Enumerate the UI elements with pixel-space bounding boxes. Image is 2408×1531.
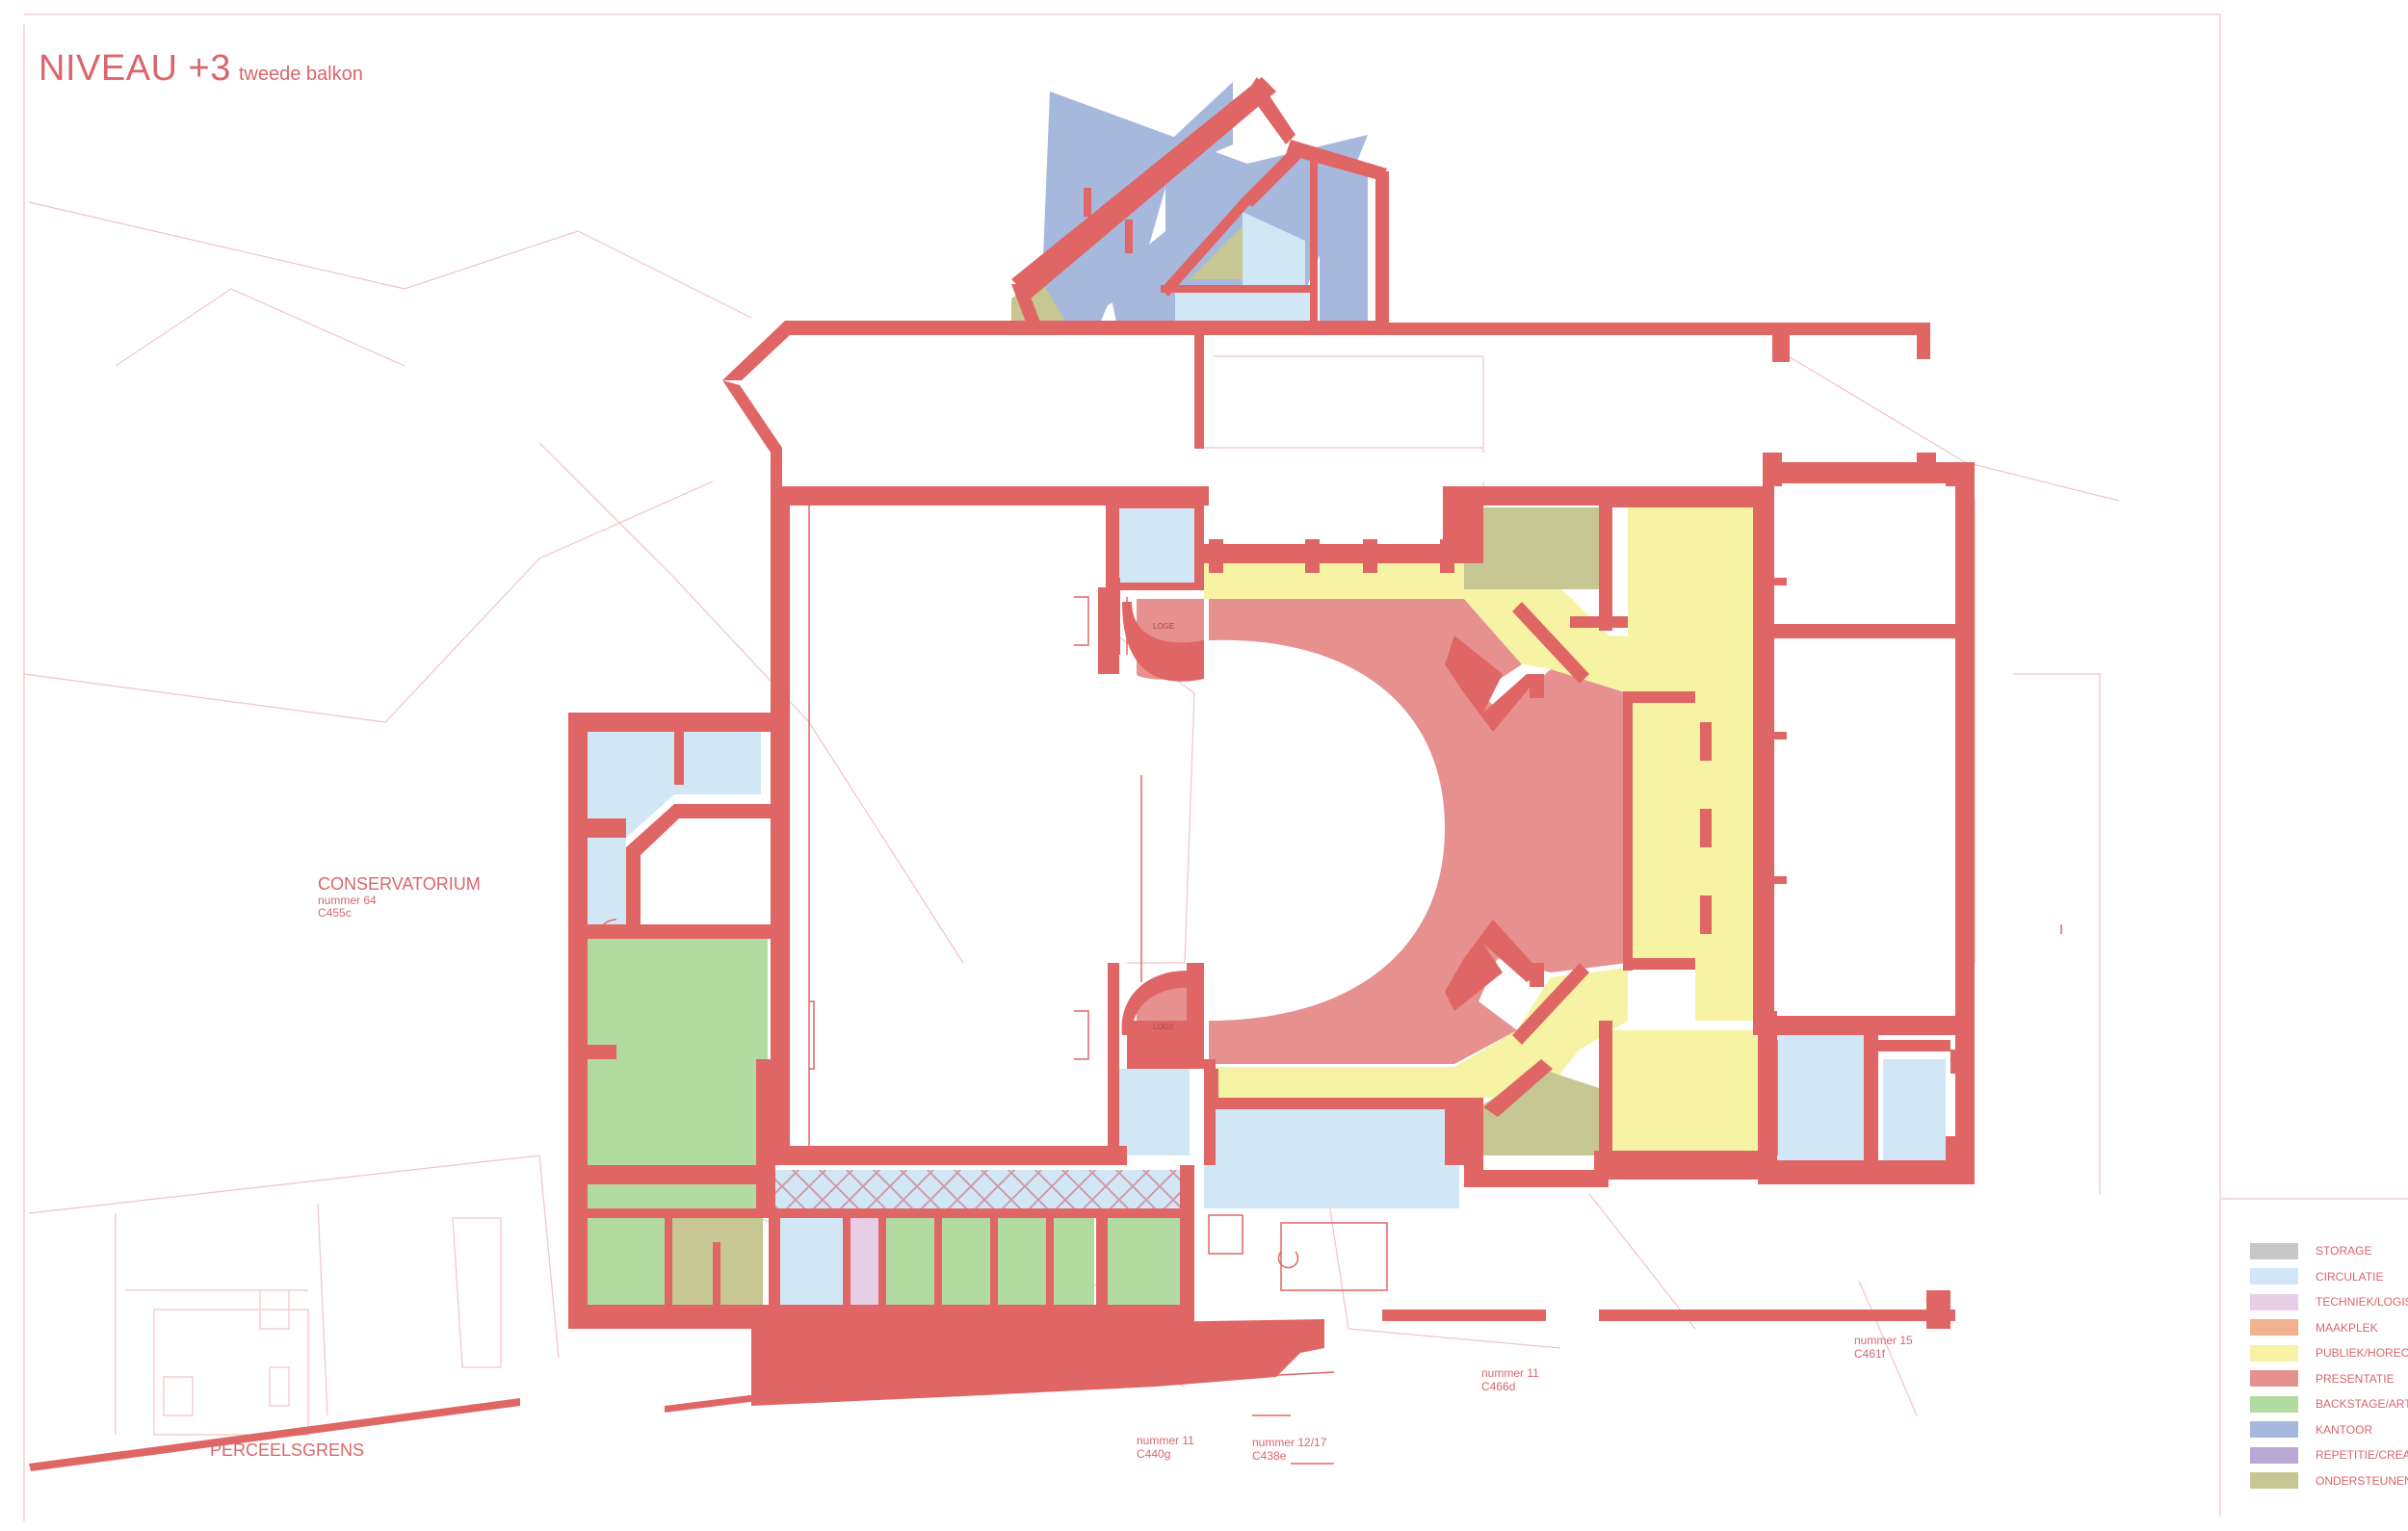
zone-circ-stair-sw: [1112, 1069, 1190, 1155]
zone-circ-se-2: [1883, 1059, 1946, 1170]
legend-swatch: [2250, 1472, 2298, 1490]
zone-publiek-ne: [1628, 506, 1763, 631]
zone-publiek-southfoyer: [1204, 968, 1628, 1107]
legend-swatch: [2250, 1370, 2298, 1388]
legend-item: REPETITIE/CREATIE: [2250, 1442, 2408, 1468]
zone-backstage-s-4: [1051, 1215, 1094, 1307]
legend-label: REPETITIE/CREATIE: [2316, 1448, 2408, 1463]
room-label-loge-north: LOGE: [1153, 622, 1175, 631]
legend-label: CIRCULATIE: [2316, 1269, 2384, 1284]
zone-backstage-sw-1: [585, 1215, 667, 1307]
zone-support-ne: [1464, 507, 1599, 589]
neighbour-number: nummer 11: [1137, 1434, 1194, 1447]
neighbour-440g: nummer 11 C440g: [1137, 1434, 1194, 1462]
legend-label: PRESENTATIE: [2316, 1371, 2395, 1386]
zone-circ-north: [1175, 289, 1310, 327]
legend-item: KANTOOR: [2250, 1417, 2408, 1443]
zone-circ-se-1: [1777, 1035, 1864, 1170]
legend-label: PUBLIEK/HORECA: [2316, 1346, 2408, 1361]
zone-publiek-east: [1628, 506, 1763, 1021]
zone-support-north-1: [1190, 226, 1243, 279]
legend-item: ONDERSTEUNEND: [2250, 1468, 2408, 1494]
door-swings: [596, 919, 1299, 1269]
neighbour-code: C461f: [1854, 1346, 1886, 1361]
legend-label: KANTOOR: [2316, 1422, 2373, 1437]
legend-swatch: [2250, 1446, 2298, 1464]
page-title: NIVEAU +3 tweede balkon: [39, 48, 363, 90]
legend-swatch: [2250, 1344, 2298, 1362]
legend-item: STORAGE: [2250, 1238, 2408, 1264]
walls: [29, 77, 1975, 1471]
legend-swatch: [2250, 1421, 2298, 1439]
legend-swatch: [2250, 1268, 2298, 1285]
zone-backstage-s-5: [1108, 1215, 1185, 1307]
title-sub: tweede balkon: [238, 64, 363, 85]
zone-backstage-s-3: [996, 1215, 1049, 1307]
neighbour-number: nummer 12/17: [1252, 1436, 1327, 1449]
zone-presentatie-auditorium: [1209, 599, 1628, 1064]
zone-circ-north-2: [1243, 212, 1305, 289]
zone-circ-west: [588, 727, 761, 929]
neighbour-number: nummer 64: [318, 893, 377, 907]
neighbour-461f: nummer 15 C461f: [1854, 1334, 1913, 1362]
legend-item: PUBLIEK/HORECA: [2250, 1340, 2408, 1366]
title-main: NIVEAU +3: [39, 48, 231, 89]
zone-backstage-s-2: [941, 1215, 994, 1307]
zone-circ-stair-s: [780, 1211, 848, 1308]
neighbour-conservatorium: CONSERVATORIUM nummer 64 C455c: [318, 874, 481, 921]
zone-backstage-s-1: [886, 1215, 939, 1307]
boundary-label: PERCEELSGRENS: [210, 1440, 364, 1461]
zone-circ-stair-nw: [1108, 501, 1194, 585]
legend: STORAGE CIRCULATIE TECHNIEK/LOGISTIEK MAAKP…: [2250, 1238, 2408, 1493]
room-label-loge-south: LOGE: [1153, 1023, 1175, 1031]
neighbour-438e: nummer 12/17 C438e: [1252, 1436, 1327, 1464]
zone-circ-corridor: [761, 1170, 1185, 1210]
legend-item: BACKSTAGE/ARTIEST: [2250, 1391, 2408, 1417]
legend-label: ONDERSTEUNEND: [2316, 1473, 2408, 1488]
neighbour-number: nummer 15: [1854, 1334, 1913, 1347]
neighbour-number: nummer 11: [1481, 1366, 1539, 1380]
legend-label: STORAGE: [2316, 1244, 2372, 1259]
legend-swatch: [2250, 1319, 2298, 1336]
legend-item: TECHNIEK/LOGISTIEK: [2250, 1289, 2408, 1315]
neighbour-code: C455c: [318, 906, 352, 921]
legend-item: CIRCULATIE: [2250, 1264, 2408, 1290]
legend-item: MAAKPLEK: [2250, 1315, 2408, 1341]
legend-swatch: [2250, 1395, 2298, 1413]
zone-techniek-s: [848, 1215, 878, 1307]
detail-lines: [808, 501, 2062, 1465]
neighbour-name: CONSERVATORIUM: [318, 874, 481, 894]
legend-label: TECHNIEK/LOGISTIEK: [2316, 1295, 2408, 1310]
legend-swatch: [2250, 1242, 2298, 1259]
perceelsgrens-text: PERCEELSGRENS: [210, 1440, 365, 1460]
neighbour-466d: nummer 11 C466d: [1481, 1366, 1539, 1394]
legend-label: BACKSTAGE/ARTIEST: [2316, 1397, 2408, 1412]
neighbour-code: C438e: [1252, 1448, 1287, 1463]
legend-item: PRESENTATIE: [2250, 1366, 2408, 1392]
legend-swatch: [2250, 1293, 2298, 1310]
legend-label: MAAKPLEK: [2316, 1320, 2378, 1335]
neighbour-code: C440g: [1137, 1446, 1171, 1461]
neighbour-code: C466d: [1481, 1379, 1516, 1393]
zone-publiek-se: [1609, 1030, 1763, 1155]
zone-circ-foyer-south: [1204, 1107, 1459, 1208]
